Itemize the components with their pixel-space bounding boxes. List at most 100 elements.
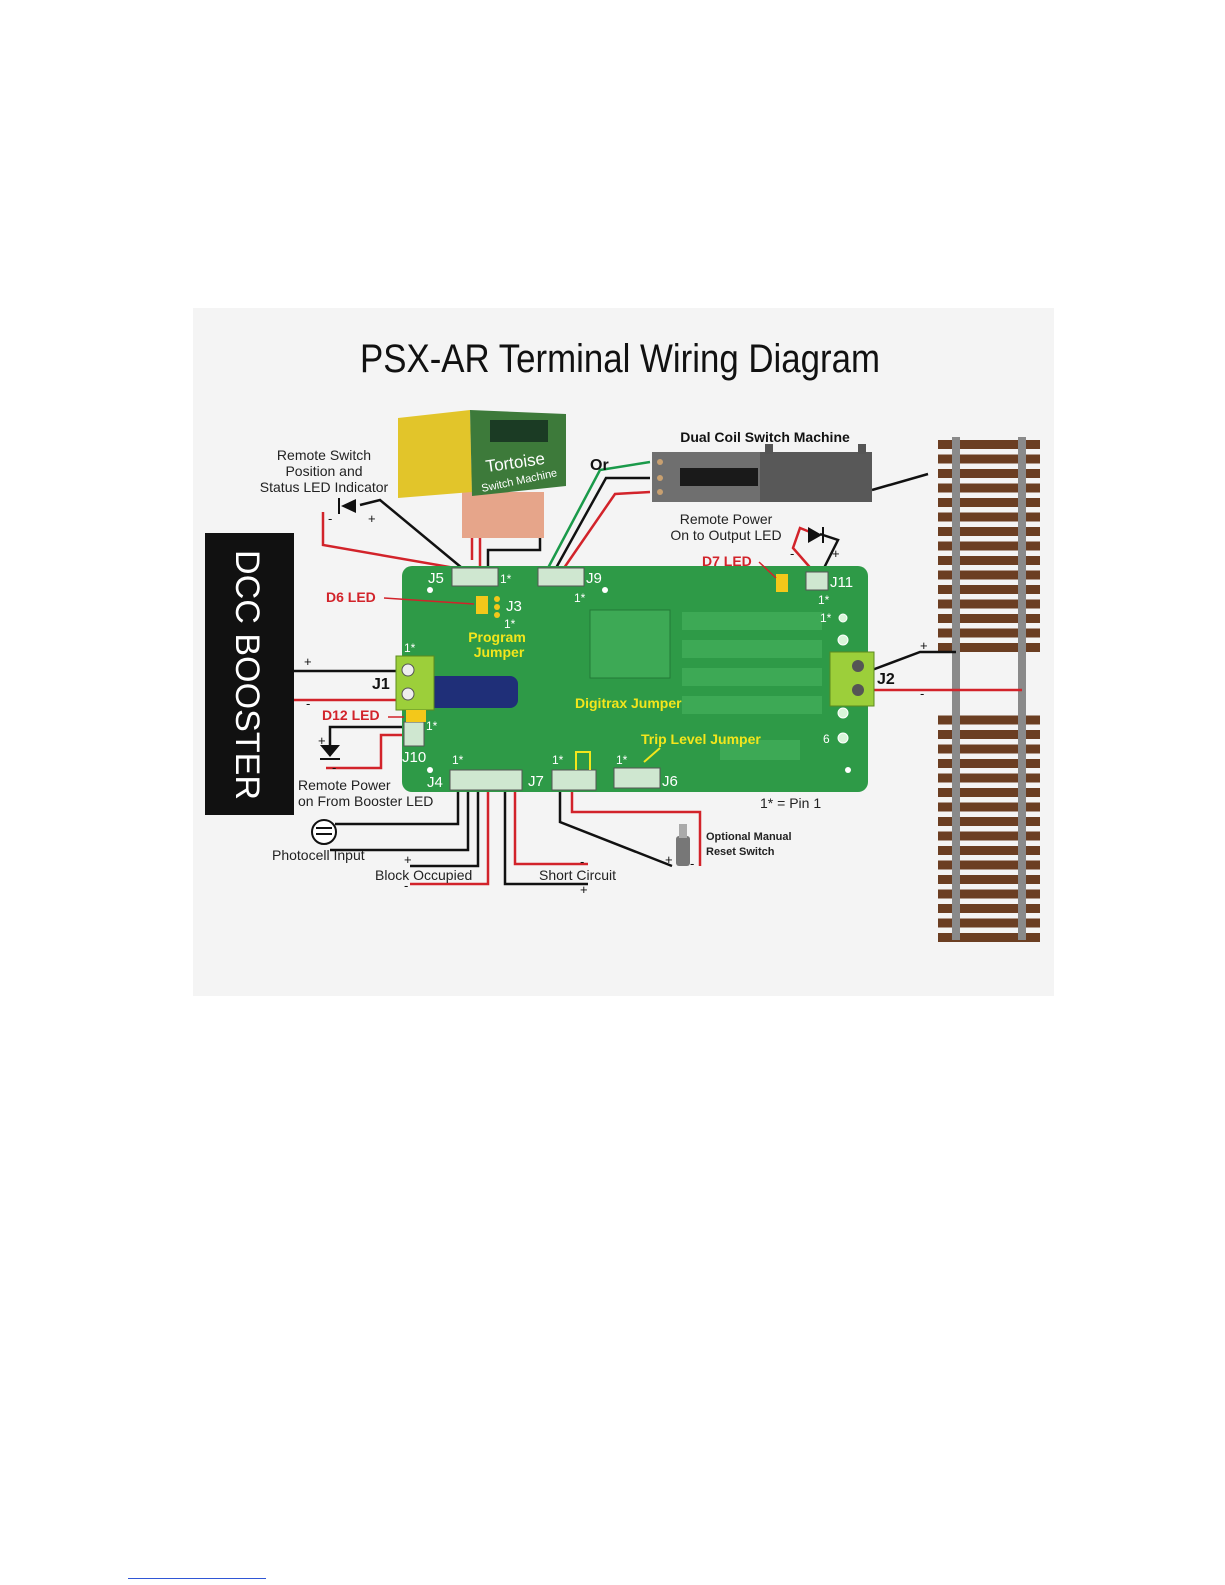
j4-label: J4 [427, 774, 443, 791]
pin1-star-j4: 1* [452, 753, 464, 767]
plus-sign: + [318, 733, 326, 748]
plus-sign: + [404, 852, 412, 867]
plus-sign: + [304, 654, 312, 669]
minus-sign: - [328, 511, 332, 526]
d7-led-label: D7 LED [702, 553, 752, 569]
reset-switch-icon [676, 824, 690, 866]
track-tie [938, 454, 1040, 464]
wires [294, 460, 1022, 886]
remote-switch-label-2: Position and [285, 463, 362, 479]
track-tie [938, 440, 1040, 449]
pointer-lines [383, 561, 777, 718]
reset-switch-label-1: Optional Manual [706, 831, 792, 843]
connector-j5 [451, 567, 499, 587]
j6-label: J6 [662, 773, 678, 790]
j3-jumper-pins [494, 596, 500, 618]
d12-led [406, 710, 426, 722]
pin1-star-j11b: 1* [820, 611, 832, 625]
remote-power-in-label-2: on From Booster LED [298, 793, 433, 809]
track-tie [938, 498, 1040, 507]
plus-sign: + [920, 638, 928, 653]
track-tie [938, 483, 1040, 493]
track-tie [938, 773, 1040, 783]
connector-j9 [537, 567, 585, 587]
j9-label: J9 [586, 570, 602, 587]
pin-legend: 1* = Pin 1 [760, 795, 821, 811]
j11-label: J11 [830, 574, 853, 591]
short-circuit-label: Short Circuit [539, 867, 616, 883]
track-tie [938, 469, 1040, 478]
track-tie [938, 875, 1040, 884]
track-tie [938, 860, 1040, 870]
d7-led [776, 574, 788, 592]
j3-label: J3 [506, 598, 522, 615]
rail-left [952, 437, 960, 940]
track-tie [938, 715, 1040, 725]
minus-sign: - [790, 546, 794, 561]
track-tie [938, 628, 1040, 638]
connector-j7 [551, 769, 597, 791]
photocell-label: Photocell Input [272, 847, 365, 863]
dcc-booster [205, 533, 294, 815]
remote-switch-label-3: Status LED Indicator [260, 479, 389, 495]
diagram-title: PSX-AR Terminal Wiring Diagram [360, 337, 880, 381]
minus-sign: - [690, 856, 694, 871]
track-tie [938, 527, 1040, 536]
program-jumper-label-1: Program [468, 629, 526, 645]
j1-label: J1 [372, 676, 390, 693]
footer-link-underline [128, 1578, 266, 1579]
plus-sign: + [580, 882, 588, 897]
track-tie [938, 904, 1040, 913]
led-symbol-icon [338, 498, 356, 514]
d6-led [476, 596, 488, 614]
d12-led-label: D12 LED [322, 707, 380, 723]
track-tie [938, 802, 1040, 812]
track-ties [938, 440, 1040, 942]
digitrax-jumper-label: Digitrax Jumper [575, 695, 682, 711]
track-tie [938, 817, 1040, 826]
pin1-star-j10: 1* [426, 719, 438, 733]
j2-label: J2 [877, 671, 895, 688]
minus-sign: - [404, 878, 408, 893]
minus-sign: - [920, 686, 924, 701]
remote-power-out-label-1: Remote Power [680, 511, 773, 527]
track-tie [938, 556, 1040, 565]
track-tie [938, 889, 1040, 899]
track-tie [938, 599, 1040, 609]
pin1-star-j3: 1* [504, 617, 516, 631]
track-tie [938, 585, 1040, 594]
track-tie [938, 933, 1040, 942]
j5-label: J5 [428, 570, 444, 587]
tortoise-pcb-edge [462, 492, 544, 538]
remote-switch-label-1: Remote Switch [277, 447, 371, 463]
jumper-bracket-icon [575, 751, 591, 770]
trip-arrow-icon [643, 747, 661, 763]
minus-sign: - [306, 696, 310, 711]
tortoise-switch-machine: Tortoise Switch Machine [398, 410, 566, 538]
track-tie [938, 512, 1040, 522]
connector-blocks [403, 567, 829, 791]
rail-right [1018, 437, 1026, 940]
remote-power-in-label-1: Remote Power [298, 777, 391, 793]
track-tie [938, 759, 1040, 768]
or-label: Or [590, 457, 609, 474]
pin1-star-j6: 1* [616, 753, 628, 767]
reset-switch-label-2: Reset Switch [706, 846, 775, 858]
dual-coil-switch-machine: Dual Coil Switch Machine [652, 429, 872, 502]
trip-level-jumper-label: Trip Level Jumper [641, 731, 761, 747]
track-tie [938, 643, 1040, 652]
minus-sign: - [332, 760, 336, 775]
led-symbol-icon [808, 527, 824, 543]
j10-label: J10 [402, 749, 426, 766]
track-tie [938, 570, 1040, 580]
track-tie [938, 846, 1040, 855]
track-tie [938, 918, 1040, 928]
connector-j4 [449, 769, 523, 791]
block-occupied-label: Block Occupied [375, 867, 472, 883]
pin1-star-j7: 1* [552, 753, 564, 767]
terminal-j1 [395, 655, 435, 711]
program-jumper-label-2: Jumper [474, 644, 525, 660]
circuit-board [402, 566, 868, 792]
track-tie [938, 614, 1040, 623]
